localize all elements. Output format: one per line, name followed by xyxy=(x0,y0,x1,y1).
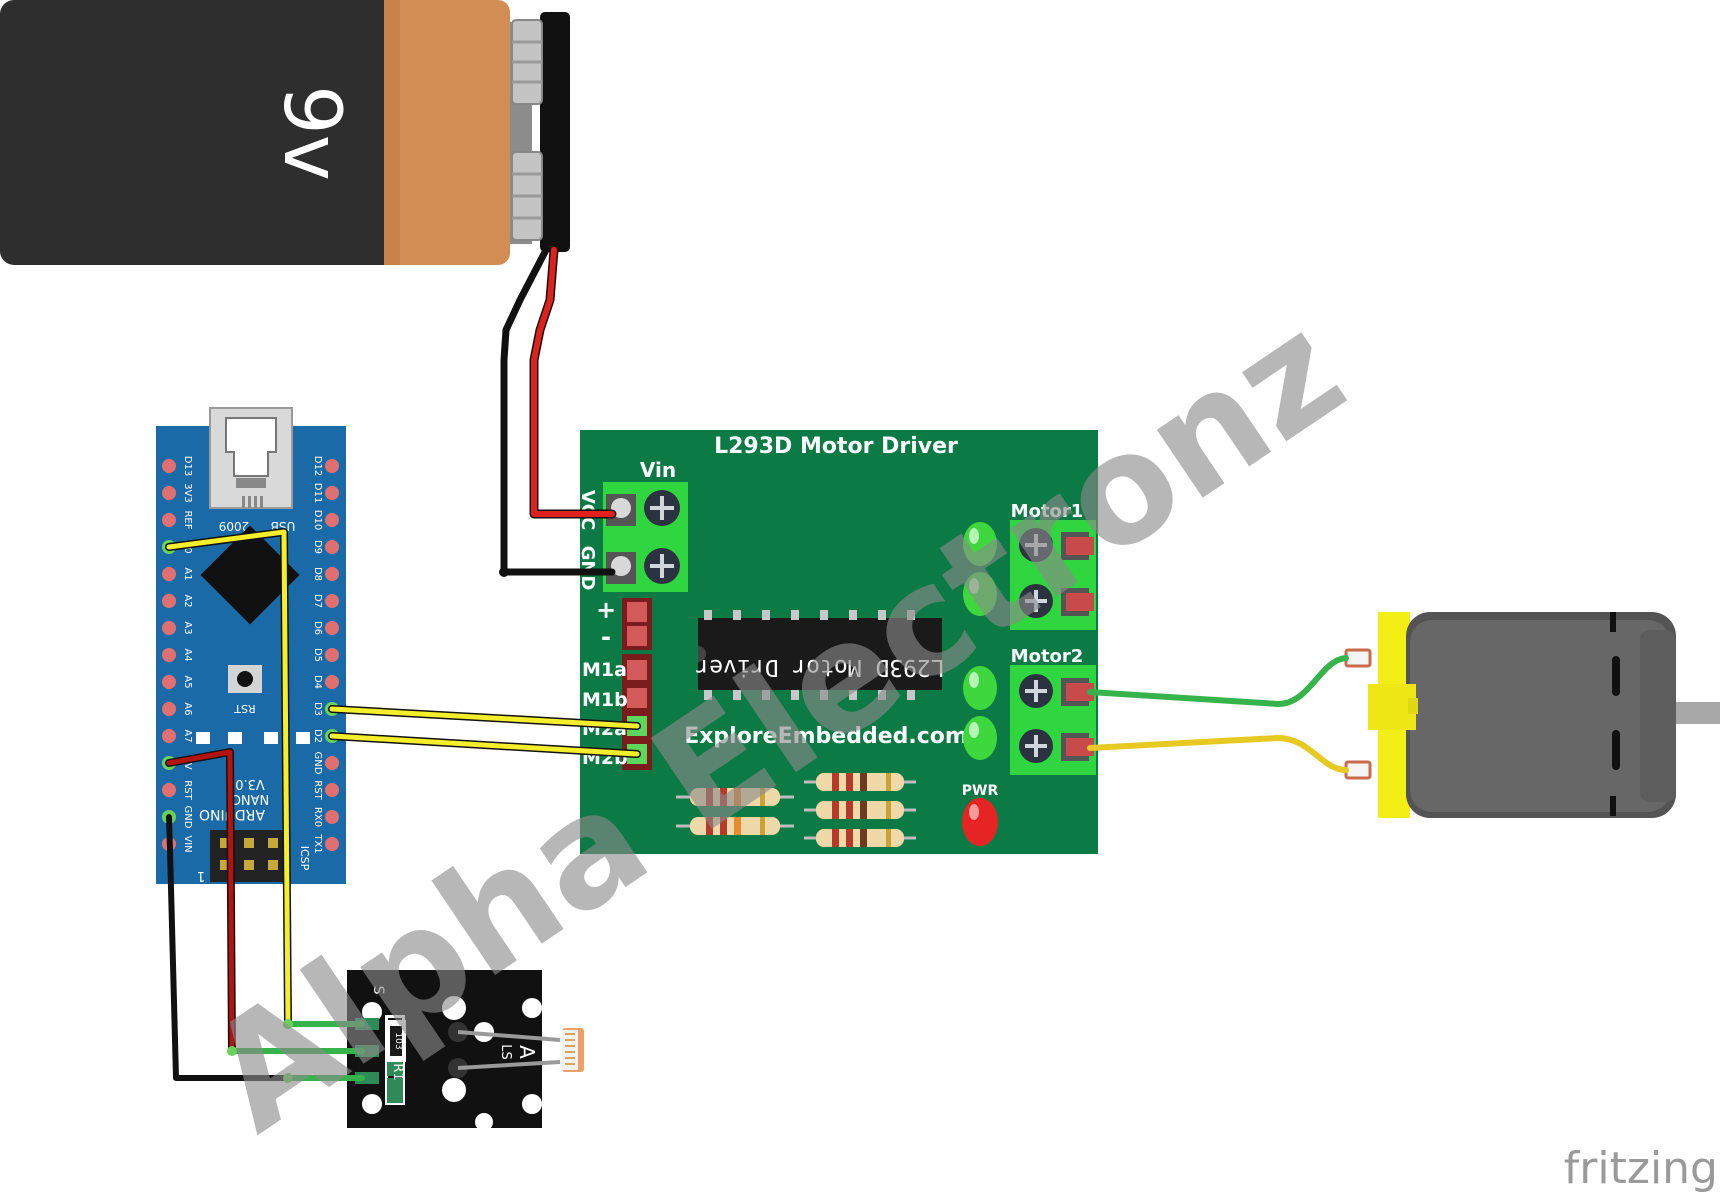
nano-left-pins xyxy=(162,459,176,851)
nano-pin-label: RST xyxy=(312,780,323,800)
plus-label: + xyxy=(596,596,616,624)
reset-button xyxy=(228,665,262,693)
nano-right-pins xyxy=(325,459,339,851)
arduino-nano: 2009 USB RST ARDUINO NANO V3.0 ICSP 1 xyxy=(156,407,346,884)
nano-pin-label: D12 xyxy=(312,456,323,476)
status-leds xyxy=(963,522,997,760)
nano-pin-label: RST xyxy=(182,780,193,800)
power-header-pins xyxy=(622,598,652,650)
nano-pin-label: GND xyxy=(182,806,193,829)
sensor-minus-label: - xyxy=(370,1097,386,1102)
sensor-a-label: A xyxy=(515,1045,539,1059)
battery-voltage-label: 9v xyxy=(266,85,356,181)
photoresistor xyxy=(562,1028,584,1072)
nano-pin-label: A5 xyxy=(182,675,193,688)
wires xyxy=(165,245,1349,1083)
chip-label: L293D Motor Driver xyxy=(695,654,944,680)
nano-pin-label: D3 xyxy=(312,702,323,716)
wire-motor-yellow xyxy=(1087,735,1349,773)
watermark: Alpha Electronz xyxy=(180,282,1374,1166)
nano-pin-label: D11 xyxy=(312,483,323,503)
nano-pin-label: D7 xyxy=(312,594,323,608)
vin-label: Vin xyxy=(640,458,676,482)
sensor-s-label: S xyxy=(370,986,386,995)
rst-button-label: RST xyxy=(234,702,256,715)
icsp-pin1-label: 1 xyxy=(197,868,205,883)
nano-pin-label: D9 xyxy=(312,540,323,554)
m1b-label: M1b xyxy=(582,689,628,711)
icsp-label: ICSP xyxy=(298,846,311,871)
pwr-label: PWR xyxy=(962,783,999,799)
minus-label: - xyxy=(601,623,611,651)
nano-pin-label: D6 xyxy=(312,621,323,635)
wire-motor-green xyxy=(1087,655,1349,707)
nano-pin-label: 3V3 xyxy=(182,483,193,503)
nano-pin-label: RX0 xyxy=(312,807,323,827)
nano-pin-label: D5 xyxy=(312,648,323,662)
nano-pin-label: D10 xyxy=(312,510,323,530)
nano-pin-label: D13 xyxy=(182,456,193,476)
nano-name-line3: V3.0 xyxy=(235,776,265,791)
nano-pin-label: TX1 xyxy=(312,833,323,853)
fritzing-logo: fritzing xyxy=(1564,1143,1718,1194)
battery-label: 9v xyxy=(266,85,356,181)
nano-pin-label: A1 xyxy=(182,567,193,580)
nano-pin-label: A3 xyxy=(182,621,193,634)
sensor-r1-label: R1 xyxy=(390,1063,405,1080)
nano-pin-label: A6 xyxy=(182,702,193,715)
nano-pin-label: D4 xyxy=(312,675,323,689)
resistors xyxy=(676,773,916,847)
year-label: 2009 xyxy=(219,519,250,533)
motor-driver-board: L293D Motor Driver Vin VCC GND + - M1a M… xyxy=(577,430,1098,854)
nano-pin-label: VIN xyxy=(182,835,193,852)
nano-pin-label: GND xyxy=(312,752,323,775)
sensor-ls-label: LS xyxy=(498,1044,513,1060)
nano-pin-label: A7 xyxy=(182,729,193,742)
wire-battery-gnd xyxy=(500,246,616,576)
motor-driver-title: L293D Motor Driver xyxy=(714,434,958,459)
nano-pin-label: REF xyxy=(182,510,193,529)
m1a-label: M1a xyxy=(582,659,627,681)
mcu-chip xyxy=(200,525,300,625)
motor1-label: Motor1 xyxy=(1011,501,1084,522)
nano-pin-label: D8 xyxy=(312,567,323,581)
battery-9v: 9v xyxy=(0,0,570,265)
wire-gnd-sensor xyxy=(166,814,291,1081)
dc-motor xyxy=(1344,612,1720,818)
sensor-resistor-label: 103 xyxy=(393,1032,403,1049)
gnd-label: GND xyxy=(577,546,598,591)
nano-pin-label: A4 xyxy=(182,648,193,661)
motor-vents xyxy=(1610,612,1620,816)
nano-pin-label: A2 xyxy=(182,594,193,607)
icsp-header xyxy=(210,830,288,882)
nano-pin-label: D2 xyxy=(312,729,323,743)
nano-name-line2: NANO xyxy=(231,791,270,806)
motor2-label: Motor2 xyxy=(1011,646,1084,667)
website-label: ExploreEmbedded.com xyxy=(684,724,968,749)
l293d-chip: L293D Motor Driver xyxy=(695,610,945,700)
usb-connector xyxy=(209,407,293,509)
pwr-led xyxy=(962,798,998,846)
